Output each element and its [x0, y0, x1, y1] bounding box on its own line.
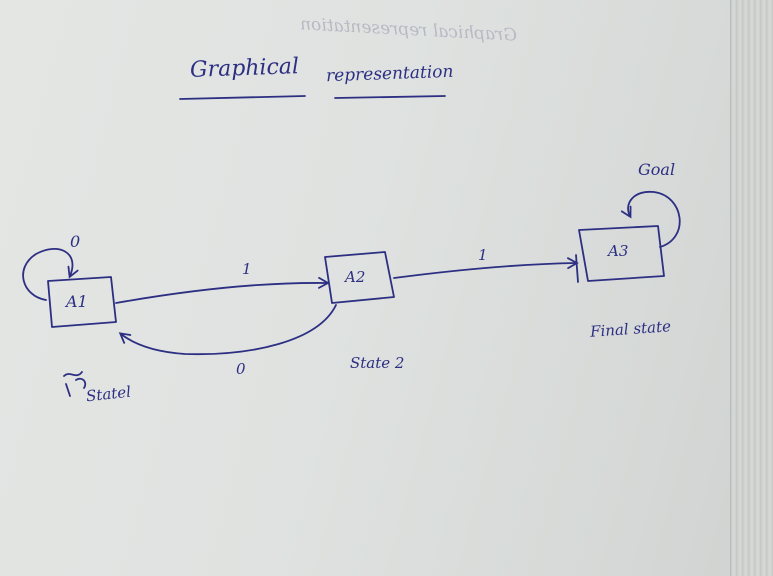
transition-a2-a3: [393, 257, 579, 279]
caption-state-2: State 2: [350, 354, 405, 372]
title-underline-2: [334, 95, 446, 99]
state-label-a2: A2: [345, 268, 366, 286]
state-box-a1: [47, 276, 117, 328]
transition-label-a2-a1: 0: [236, 360, 246, 378]
transition-a2-a1: [118, 304, 337, 356]
transition-label-a1-self: 0: [70, 232, 81, 251]
scribble-mark: [63, 371, 87, 397]
state-label-a3: A3: [608, 242, 629, 260]
transition-label-a2-a3: 1: [478, 246, 488, 264]
goal-note: Goal: [638, 160, 676, 179]
self-loop-a1: [22, 248, 79, 301]
state-box-a3: [578, 225, 665, 282]
transition-a1-a2: [115, 276, 330, 304]
title-underline-1: [179, 95, 306, 100]
state-label-a1: A1: [66, 292, 88, 311]
transition-label-a1-a2: 1: [242, 260, 252, 278]
stacked-page-edges: [730, 0, 773, 576]
self-loop-a3: [620, 191, 681, 248]
state-box-a3-entry-tick: [575, 254, 579, 283]
